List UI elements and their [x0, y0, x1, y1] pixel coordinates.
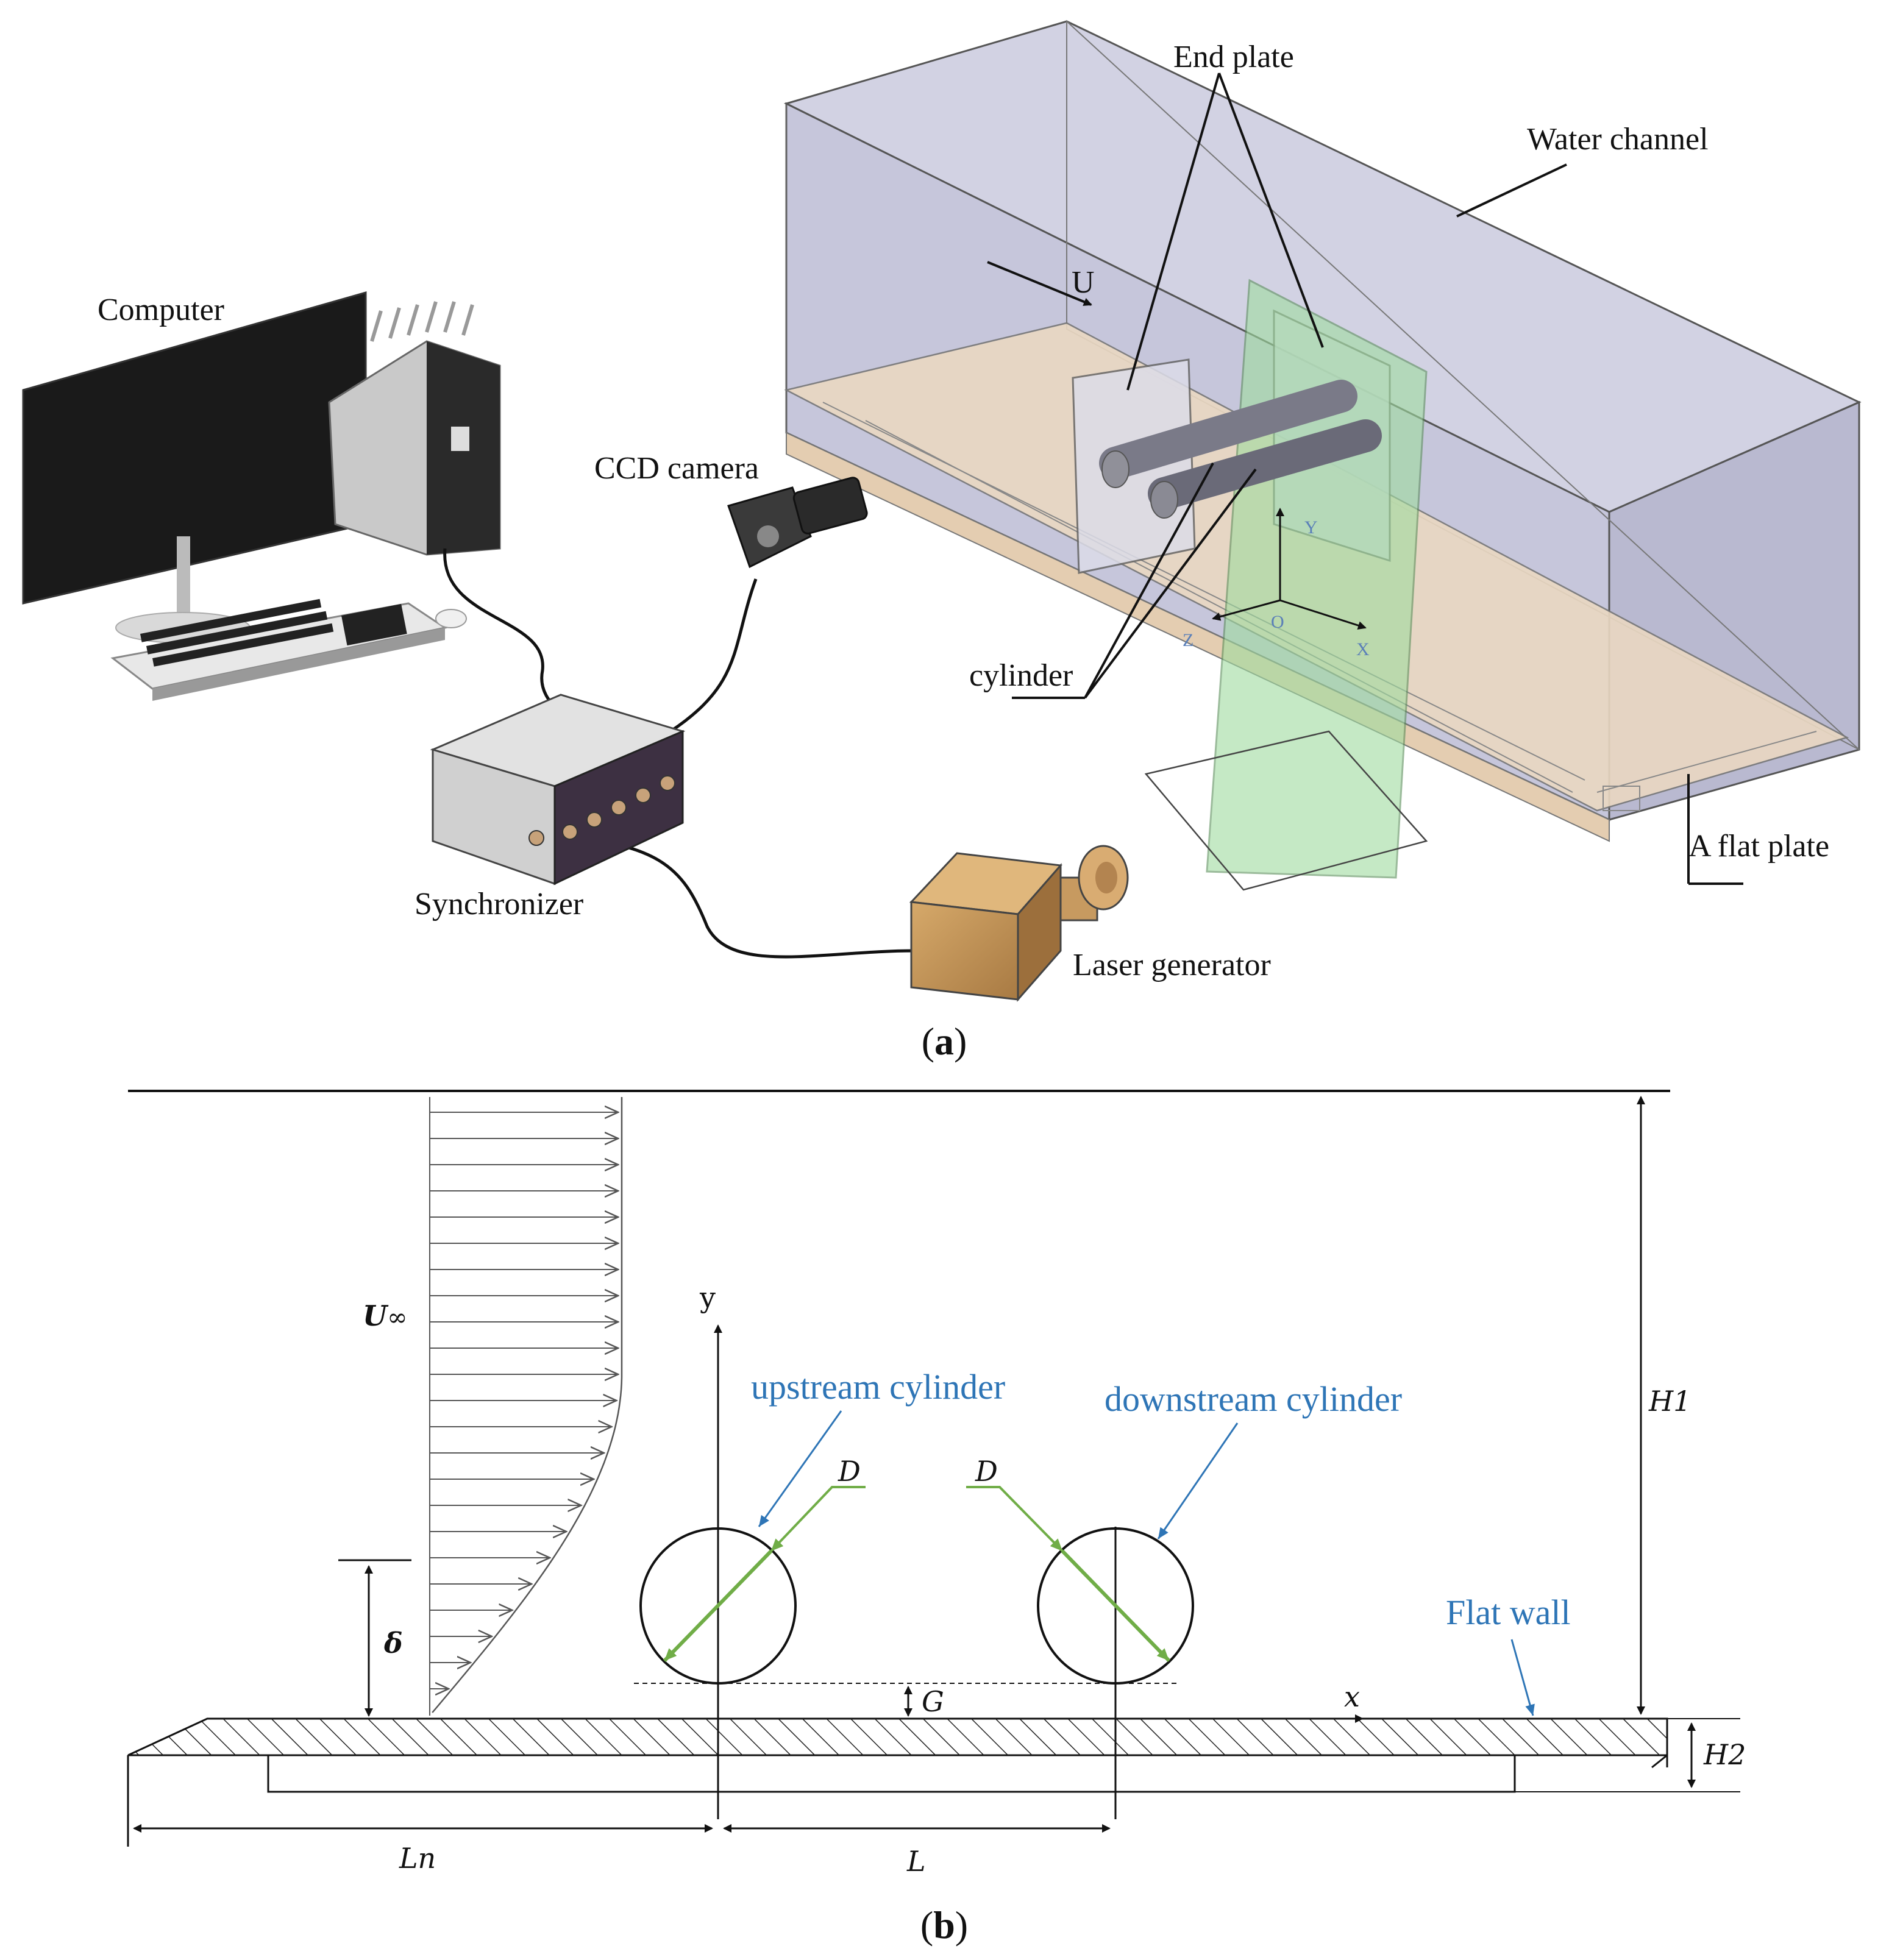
flat-plate-label: A flat plate: [1688, 829, 1829, 864]
cylinder-label: cylinder: [969, 658, 1073, 693]
diameter-upstream: [663, 1538, 784, 1663]
wall-support: [267, 1755, 1516, 1793]
coordinate-axes-3d: [1212, 508, 1367, 630]
laser-generator-label: Laser generator: [1073, 948, 1271, 982]
flow-arrow-3d: [987, 261, 1092, 306]
y-axis-label: y: [699, 1281, 716, 1314]
computer: [22, 291, 501, 701]
end-plate-label: End plate: [1173, 40, 1294, 74]
flow-label-3d: U: [1072, 265, 1095, 300]
caption-b: (b): [920, 1903, 968, 1947]
diameter-upstream-label: D: [838, 1455, 861, 1488]
ccd-camera-label: CCD camera: [594, 451, 759, 486]
h2-label: H2: [1703, 1738, 1746, 1771]
synchronizer: [430, 694, 686, 886]
diameter-downstream: [1050, 1538, 1171, 1663]
x-axis-label: x: [1344, 1680, 1360, 1713]
axis-y-3d-label: Y: [1304, 517, 1318, 538]
flat-wall: [127, 1717, 1668, 1756]
laser-generator: [909, 845, 1129, 1002]
water-channel-label: Water channel: [1527, 122, 1709, 157]
laser-base: [1144, 730, 1428, 891]
caption-a: (a): [922, 1020, 967, 1063]
axis-z-3d-label: Z: [1183, 630, 1194, 650]
leader-lines: [1012, 73, 1743, 885]
diameter-downstream-label: D: [975, 1455, 998, 1488]
computer-label: Computer: [98, 293, 224, 327]
cylinders-3d: [1099, 380, 1382, 519]
h1-label: H1: [1648, 1385, 1691, 1418]
axis-o-3d-label: O: [1271, 612, 1284, 632]
axis-x-3d-label: X: [1356, 639, 1370, 659]
downstream-cylinder-label: downstream cylinder: [1105, 1379, 1402, 1419]
synchronizer-label: Synchronizer: [414, 887, 583, 921]
l-label: L: [906, 1845, 926, 1878]
upstream-cylinder-label: upstream cylinder: [751, 1367, 1005, 1407]
freestream-label: U∞: [363, 1299, 407, 1332]
ln-label: Ln: [399, 1842, 436, 1875]
velocity-profile: [429, 1097, 623, 1716]
boundary-layer-label: δ: [383, 1627, 403, 1660]
upstream-cylinder: [639, 1527, 797, 1685]
panel-b-schematic: δ U∞ y x G D D upstream cylinder do: [127, 1090, 1746, 1878]
flat-wall-label: Flat wall: [1446, 1592, 1571, 1632]
profile-curve: [432, 1097, 623, 1713]
panel-a-illustration: Y X Z O U: [18, 12, 1871, 1002]
gap-label: G: [922, 1685, 944, 1718]
ccd-camera: [727, 477, 868, 569]
